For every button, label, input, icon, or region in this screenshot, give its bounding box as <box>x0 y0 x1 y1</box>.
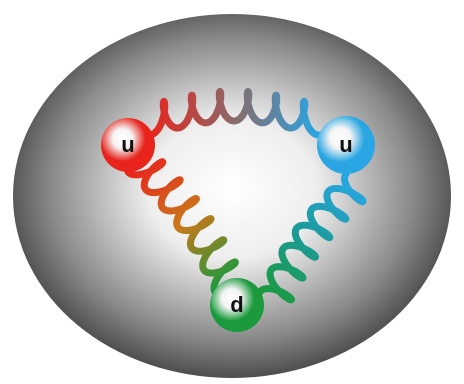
quark-1: u <box>317 116 375 174</box>
quark-2: d <box>210 278 264 332</box>
quark-label-2: d <box>230 292 243 317</box>
quark-label-0: u <box>121 132 134 157</box>
quark-label-1: u <box>339 132 352 157</box>
quark-0: u <box>101 118 155 172</box>
